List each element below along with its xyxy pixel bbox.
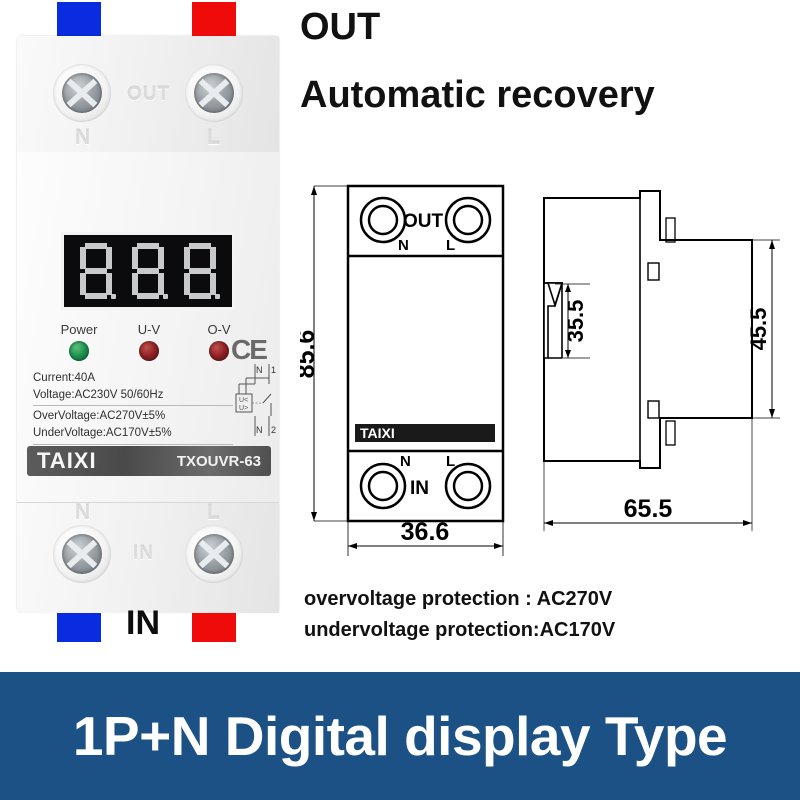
- led-label-power: Power: [60, 322, 98, 337]
- emboss-label-out-l: L: [207, 126, 221, 149]
- screw-terminal-in-n[interactable]: [53, 525, 111, 583]
- drawing-brand: TAIXI: [360, 425, 395, 441]
- spec-current: Current:40A: [33, 372, 96, 384]
- brand-name: TAIXI: [37, 448, 97, 473]
- device-body: OUT N L: [17, 36, 279, 613]
- note-undervoltage: undervoltage protection:AC170V: [304, 619, 616, 641]
- svg-text:2: 2: [271, 425, 276, 435]
- screw-head-icon: [194, 73, 234, 113]
- product-photo: OUT N L: [14, 0, 304, 668]
- banner-text: 1P+N Digital display Type: [72, 705, 728, 767]
- svg-text:N: N: [256, 365, 263, 375]
- drawing-front-view: OUT N L TAIXI IN N L 85.6 36.6: [300, 184, 505, 556]
- drawing-out-l: L: [446, 237, 455, 254]
- spec-overvoltage: OverVoltage:AC270V±5%: [33, 410, 166, 423]
- led-indicator-power: Power: [49, 322, 109, 361]
- seven-segment-digit: [181, 241, 220, 301]
- drawing-side-view: 35.5 45.5 65.5: [543, 190, 780, 531]
- digital-display: [61, 232, 235, 310]
- led-label-undervoltage: U-V: [137, 322, 161, 337]
- screw-head-icon: [62, 73, 102, 113]
- svg-text:U>: U>: [239, 405, 248, 412]
- drawing-in-label: IN: [410, 478, 429, 499]
- brand-plate: TAIXI TXOUVR-63: [27, 446, 271, 476]
- in-caption: IN: [126, 604, 160, 642]
- heading-automatic-recovery: Automatic recovery: [300, 74, 655, 116]
- seven-segment-digit: [77, 241, 116, 301]
- protection-notes: overvoltage protection : AC270V undervol…: [304, 584, 774, 646]
- led-lamp-overvoltage-icon: [209, 341, 229, 361]
- dim-side-depth-total: 65.5: [624, 495, 673, 523]
- svg-text:N: N: [256, 425, 263, 435]
- drawing-out-label: OUT: [403, 211, 444, 232]
- seven-segment-digit: [129, 241, 168, 301]
- spec-voltage: Voltage:AC230V 50/60Hz: [33, 388, 164, 401]
- technical-drawings: OUT N L TAIXI IN N L 85.6 36.6: [300, 184, 780, 556]
- note-overvoltage: overvoltage protection : AC270V: [304, 588, 613, 610]
- emboss-label-out: OUT: [127, 84, 171, 105]
- emboss-label-in: IN: [133, 543, 154, 564]
- led-indicator-overvoltage: O-V: [189, 322, 249, 361]
- ce-mark-icon: CE: [231, 334, 268, 365]
- spec-group-thresholds: OverVoltage:AC270V±5% UnderVoltage:AC170…: [33, 405, 233, 443]
- dim-front-width: 36.6: [401, 518, 450, 546]
- emboss-label-out-n: N: [75, 126, 92, 149]
- wire-top-line: [192, 2, 236, 38]
- emboss-label-in-n: N: [75, 501, 92, 524]
- spec-group-ratings: Current:40A Voltage:AC230V 50/60Hz: [33, 368, 233, 405]
- terminal-block-in: IN N L: [17, 501, 279, 613]
- screw-head-icon: [62, 534, 102, 574]
- spec-undervoltage: UnderVoltage:AC170V±5%: [33, 427, 172, 440]
- screw-terminal-out-n[interactable]: [53, 64, 111, 122]
- led-indicator-row: Power U-V O-V: [49, 322, 249, 361]
- led-indicator-undervoltage: U-V: [119, 322, 179, 361]
- led-lamp-undervoltage-icon: [139, 341, 159, 361]
- drawing-in-l: L: [446, 453, 455, 470]
- svg-text:1: 1: [271, 365, 276, 375]
- svg-text:U<: U<: [239, 397, 248, 404]
- drawing-in-n: N: [400, 453, 411, 470]
- device-front-face: Power U-V O-V CE Current:40A Voltage:AC2…: [17, 152, 279, 502]
- screw-terminal-out-l[interactable]: [185, 64, 243, 122]
- dim-side-depth-front: 45.5: [746, 308, 771, 351]
- emboss-label-in-l: L: [207, 501, 221, 524]
- drawing-out-n: N: [398, 237, 409, 254]
- model-number: TXOUVR-63: [176, 452, 261, 470]
- terminal-block-out: OUT N L: [17, 36, 279, 153]
- bottom-banner: 1P+N Digital display Type: [0, 672, 800, 800]
- wire-top-neutral: [57, 2, 101, 38]
- heading-out: OUT: [300, 6, 381, 48]
- screw-terminal-in-l[interactable]: [185, 525, 243, 583]
- screw-head-icon: [194, 534, 234, 574]
- led-lamp-power-icon: [69, 341, 89, 361]
- dim-side-clip: 35.5: [563, 300, 588, 343]
- dim-front-height: 85.6: [300, 330, 320, 379]
- led-label-overvoltage: O-V: [207, 322, 231, 337]
- wiring-schematic-icon: U< U> N 1 N 2: [235, 364, 276, 436]
